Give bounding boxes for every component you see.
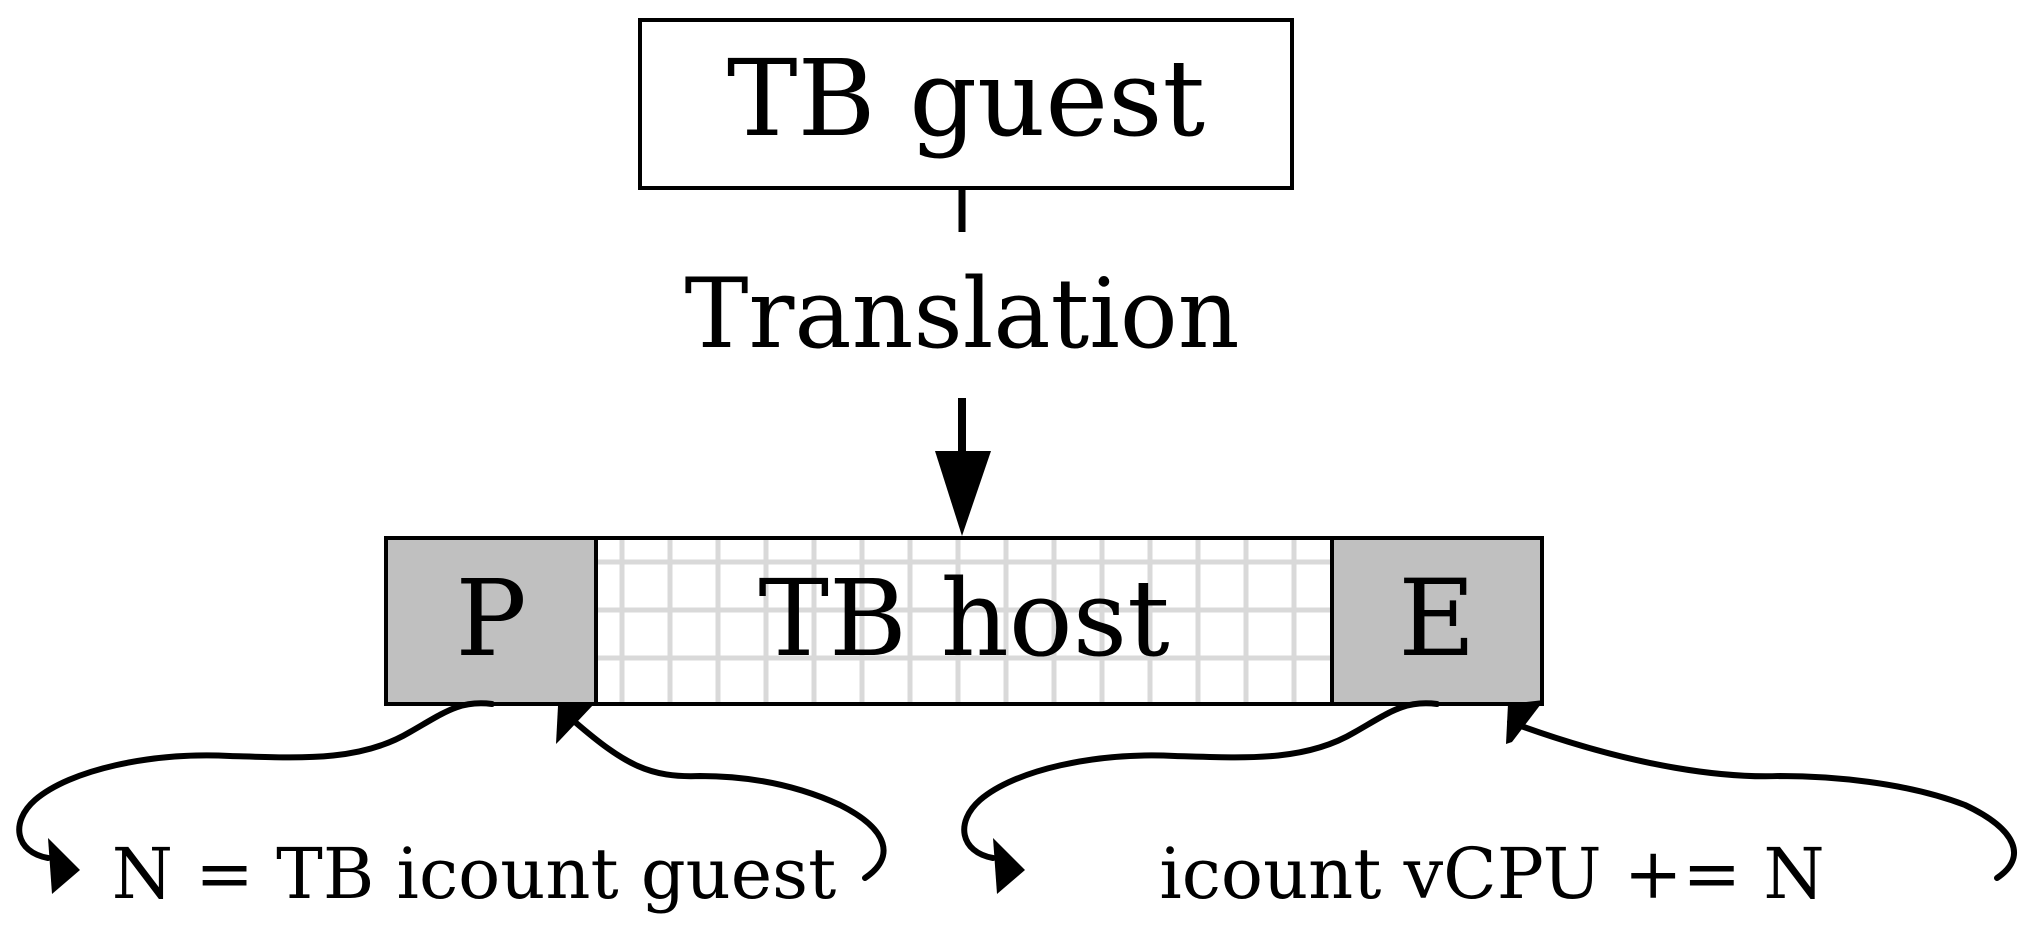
right-flow: [961, 700, 2017, 881]
translation-connector: Translation: [684, 188, 1240, 536]
prologue-block: [384, 536, 598, 706]
right-outgoing-arrowhead-icon: [993, 838, 1025, 894]
left-return-curve: [572, 719, 887, 881]
right-annotation: icount vCPU += N: [1159, 833, 1824, 915]
translation-arrowhead-icon: [935, 451, 991, 536]
right-return-arrowhead-icon: [1506, 700, 1544, 744]
tb-guest-label: TB guest: [727, 37, 1205, 160]
epilogue-block: [1330, 536, 1544, 706]
translation-label: Translation: [684, 258, 1239, 370]
left-annotation: N = TB icount guest: [112, 833, 836, 915]
left-flow: [16, 700, 887, 881]
tb-host-body: [594, 536, 1334, 706]
left-outgoing-arrowhead-icon: [48, 838, 80, 894]
tb-guest-block: TB guest: [638, 18, 1294, 190]
tb-host-block: P TB host E: [384, 536, 1544, 706]
prologue-label: P: [455, 557, 526, 680]
tb-host-label: TB host: [758, 557, 1169, 680]
epilogue-label: E: [1398, 557, 1475, 680]
left-return-arrowhead-icon: [556, 704, 594, 744]
left-outgoing-curve: [16, 700, 495, 861]
right-return-curve: [1507, 719, 2017, 881]
right-outgoing-curve: [961, 700, 1440, 861]
